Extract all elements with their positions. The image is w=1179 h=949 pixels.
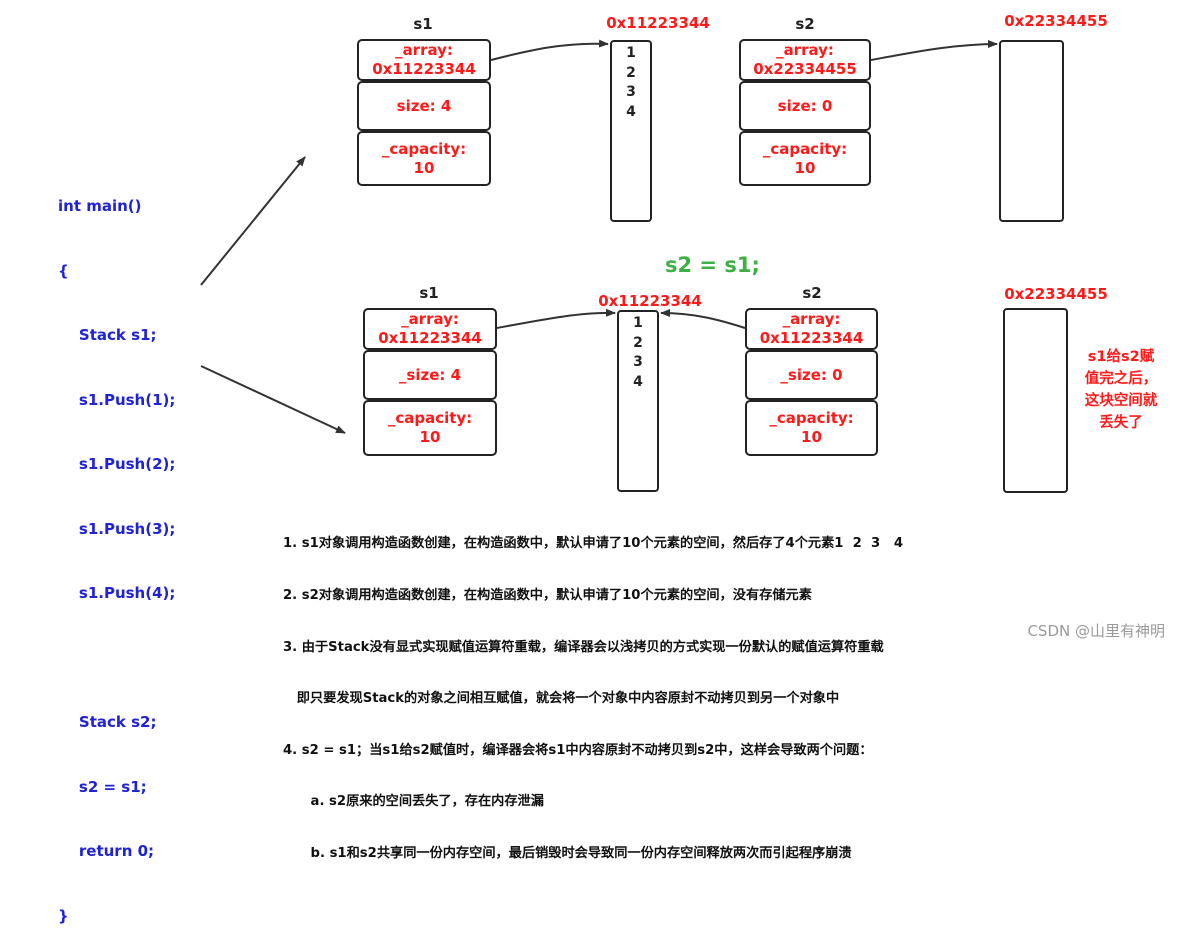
note-line: a. s2原来的空间丢失了，存在内存泄漏 [283,794,544,810]
bottom-s2-label: s2 [802,284,822,302]
bottom-s1-capacity-field: _capacity: 10 [363,400,497,456]
arrow-top-s2-to-buffer2 [870,40,998,61]
bottom-s1-label: s1 [419,284,439,302]
note-line: 1. s1对象调用构造函数创建，在构造函数中，默认申请了10个元素的空间，然后存… [283,536,904,552]
bottom-buffer1-address: 0x11223344 [598,292,702,310]
bottom-buffer1: 1 2 3 4 [617,310,659,492]
code-line: { [58,261,69,280]
arrow-code-to-top [200,156,306,286]
note-line: 即只要发现Stack的对象之间相互赋值，就会将一个对象中内容原封不动拷贝到另一个… [283,691,840,707]
code-line: s1.Push(3); [58,519,176,538]
buffer-element: 4 [633,373,643,390]
code-line: int main() [58,197,142,215]
top-s2-array-field: _array: 0x22334455 [739,39,871,81]
top-s1-array-field: _array: 0x11223344 [357,39,491,81]
buffer-element: 3 [626,84,636,100]
code-line [58,648,175,670]
note-line: b. s1和s2共享同一份内存空间，最后销毁时会导致同一份内存空间释放两次而引起… [283,845,852,861]
buffer-element: 1 [626,45,636,61]
bottom-buffer2 [1003,308,1068,493]
buffer-element: 2 [633,334,643,351]
top-s2-capacity-field: _capacity: 10 [739,131,871,186]
bottom-s1-array-field: _array: 0x11223344 [363,308,497,350]
code-line: Stack s1; [58,326,157,344]
top-buffer1: 1 2 3 4 [610,40,652,222]
top-s1-capacity-field: _capacity: 10 [357,131,491,186]
bottom-s1-size-field: _size: 4 [363,350,497,400]
note-line: 4. s2 = s1；当s1给s2赋值时，编译器会将s1中内容原封不动拷贝到s2… [283,742,873,758]
top-s2-size-field: size: 0 [739,81,871,131]
bottom-s2-size-field: _size: 0 [745,350,878,400]
arrows-layer [200,39,998,434]
note-line: 2. s2对象调用构造函数创建，在构造函数中，默认申请了10个元素的空间，没有存… [283,588,812,603]
top-buffer2 [999,40,1064,222]
code-line: s2 = s1; [58,777,147,796]
top-s1-size-field: size: 4 [357,81,491,131]
bottom-buffer2-address: 0x22334455 [1004,285,1108,303]
code-line: s1.Push(2); [58,455,176,473]
code-line: return 0; [58,842,155,860]
buffer-element: 4 [626,103,636,120]
top-s1-label: s1 [413,15,433,33]
code-line: s1.Push(1); [58,390,176,409]
arrow-bottom-s1-to-buffer1 [496,308,616,329]
top-buffer2-address: 0x22334455 [1004,12,1108,30]
bottom-s2-array-field: _array: 0x11223344 [745,308,878,350]
buffer-element: 2 [626,64,636,81]
arrow-top-s1-to-buffer1 [490,39,609,61]
lost-memory-note: s1给s2赋值完之后，这块空间就丢失了 [1084,349,1158,431]
buffer-element: 1 [633,315,643,331]
explanation-notes: 1. s1对象调用构造函数创建，在构造函数中，默认申请了10个元素的空间，然后存… [283,501,903,879]
bottom-s2-capacity-field: _capacity: 10 [745,400,878,456]
assignment-label: s2 = s1; [665,253,760,277]
top-s2-label: s2 [795,15,815,33]
top-buffer1-address: 0x11223344 [606,14,710,32]
code-line: s1.Push(4); [58,584,176,602]
note-line: 3. 由于Stack没有显式实现赋值运算符重载，编译器会以浅拷贝的方式实现一份默… [283,639,884,655]
arrow-bottom-s2-to-buffer1 [660,309,746,329]
code-line: } [58,906,69,925]
arrow-code-to-bottom [200,365,346,434]
code-line: Stack s2; [58,713,157,731]
watermark: CSDN @山里有神明 [1027,622,1165,640]
buffer-element: 3 [633,354,643,370]
